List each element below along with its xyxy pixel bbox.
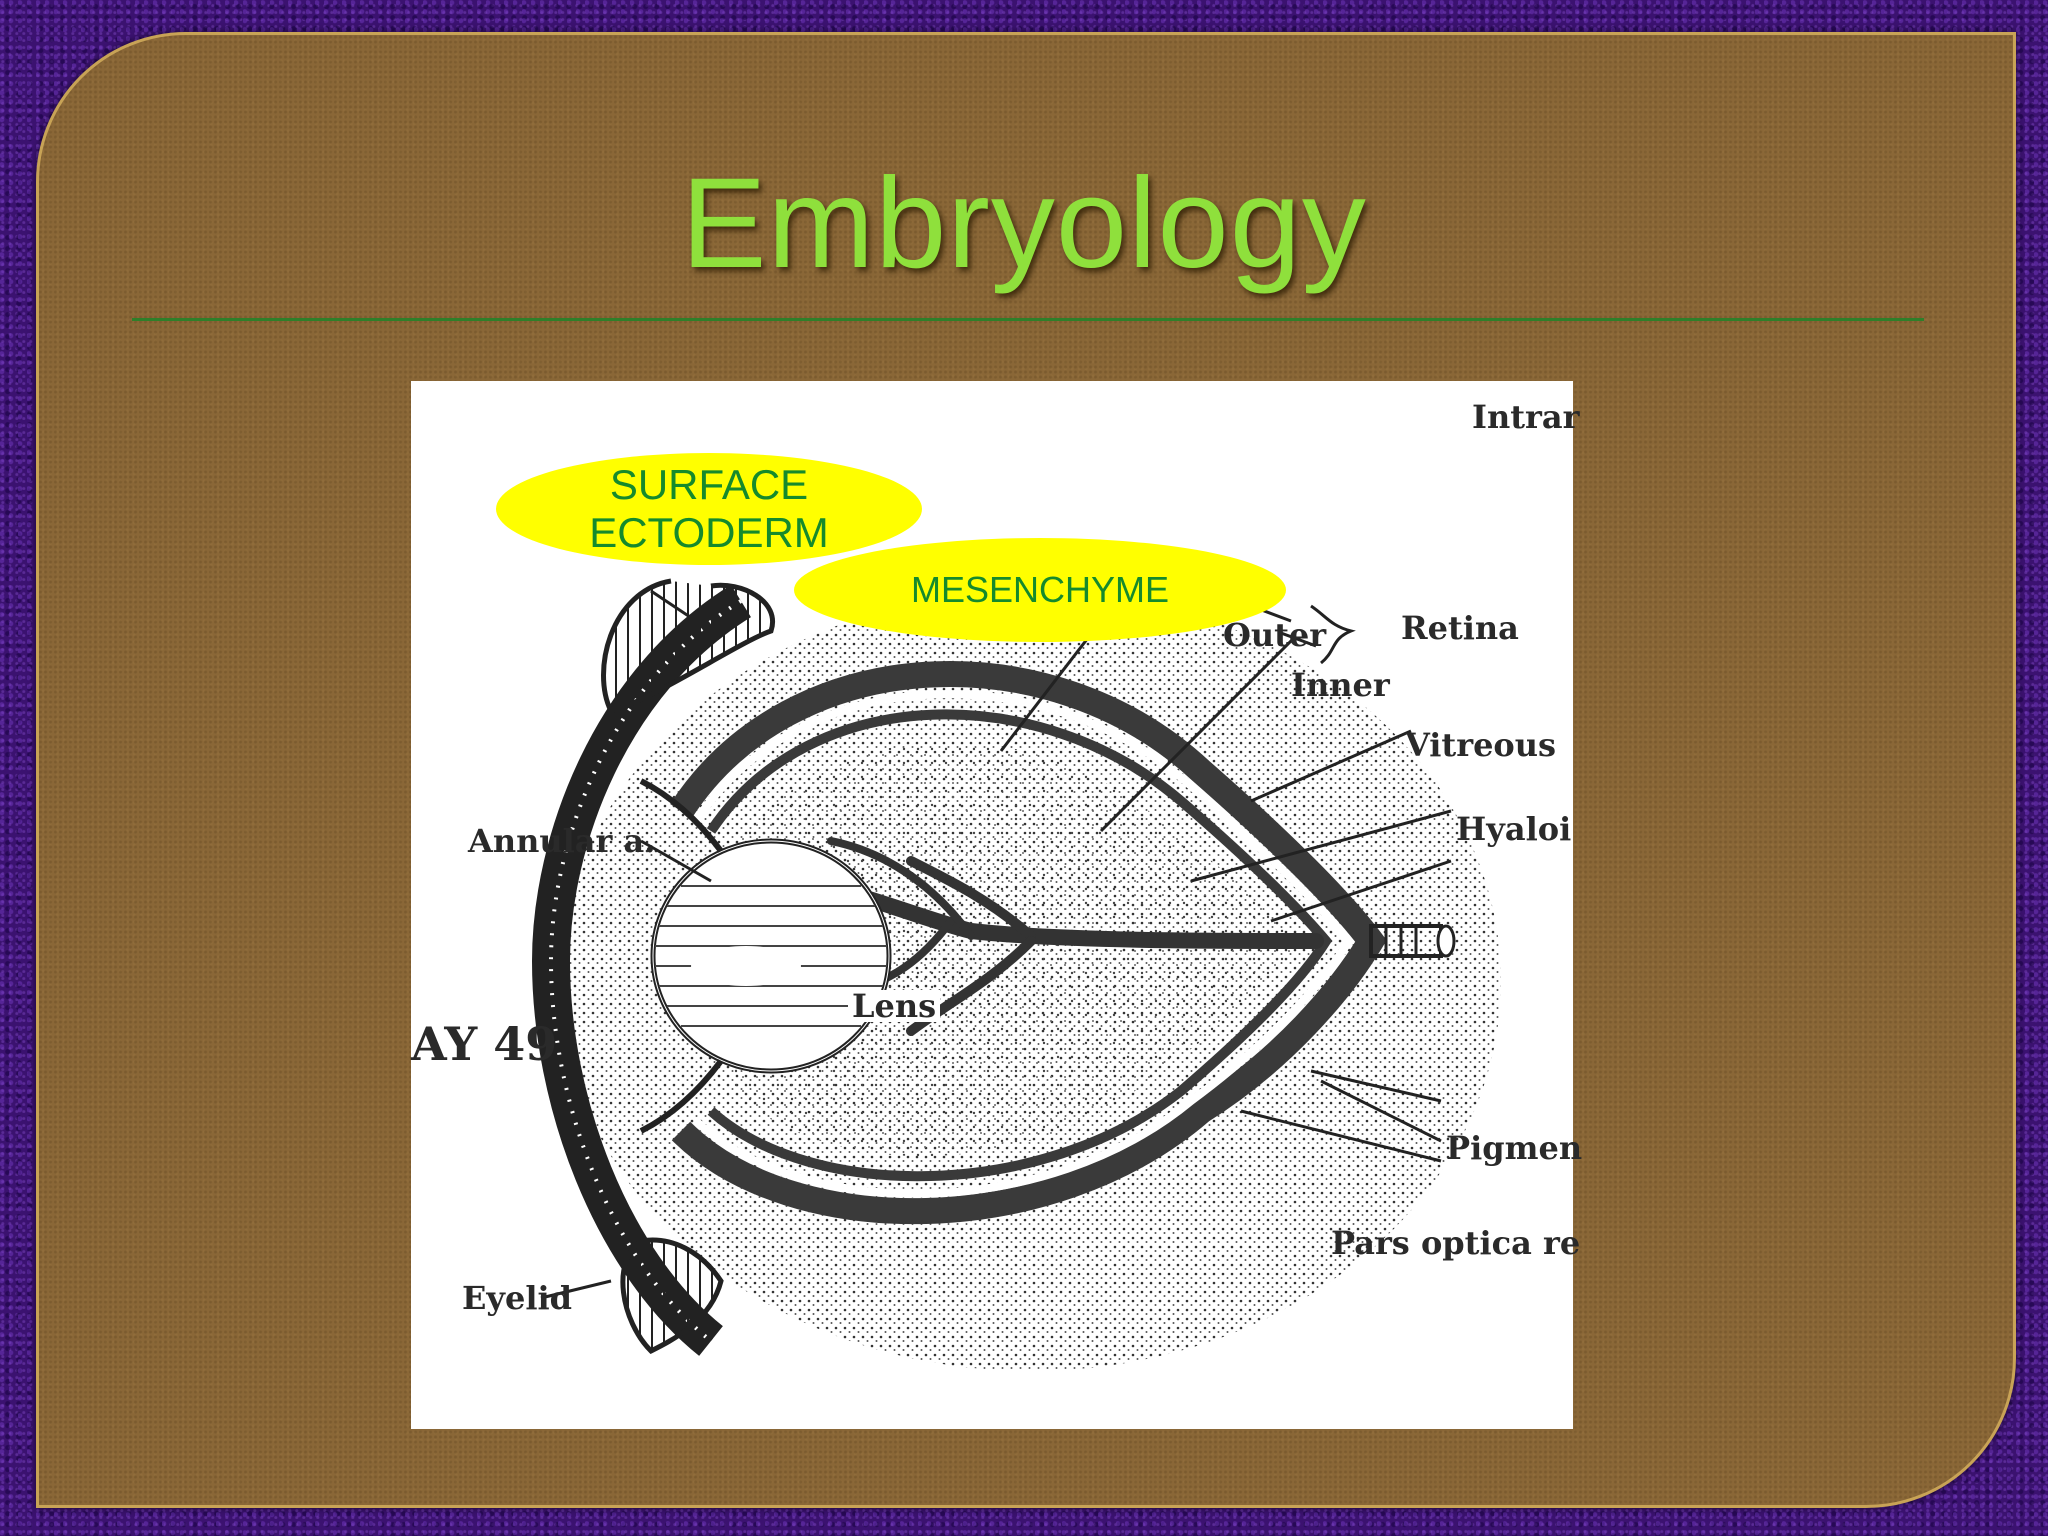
label-outer: Outer bbox=[1223, 616, 1327, 654]
slide-title: Embryology bbox=[681, 152, 1367, 295]
label-pars-optica: Pars optica re bbox=[1331, 1224, 1581, 1262]
label-retina: Retina bbox=[1401, 609, 1519, 647]
eye-diagram-drawing bbox=[531, 578, 1501, 1371]
lower-eyelid bbox=[620, 1237, 724, 1355]
hyaloid-artery bbox=[833, 883, 1324, 949]
label-eyelid: Eyelid bbox=[462, 1279, 573, 1317]
surface-ectoderm-line1: SURFACE bbox=[609, 460, 809, 508]
title-underline bbox=[132, 318, 1924, 321]
label-intraretinal: Intrar bbox=[1472, 398, 1580, 436]
surface-ectoderm-line2: ECTODERM bbox=[589, 509, 829, 556]
label-hyaloid: Hyaloi bbox=[1456, 810, 1572, 848]
label-day: AY 49 bbox=[411, 1017, 558, 1071]
label-annular: Annular a. bbox=[468, 822, 656, 860]
mesenchyme-callout: MESENCHYME bbox=[794, 538, 1286, 642]
label-inner: Inner bbox=[1291, 666, 1390, 704]
inner-retina-layer bbox=[706, 709, 1333, 1182]
label-vitreous: Vitreous bbox=[1405, 726, 1557, 764]
upper-eyelid bbox=[601, 578, 776, 714]
surface-ectoderm-callout: SURFACE ECTODERM bbox=[496, 453, 922, 565]
label-pigment: Pigmen bbox=[1446, 1129, 1583, 1167]
label-lens: Lens bbox=[848, 990, 941, 1022]
mesenchyme-label: MESENCHYME bbox=[910, 569, 1170, 611]
